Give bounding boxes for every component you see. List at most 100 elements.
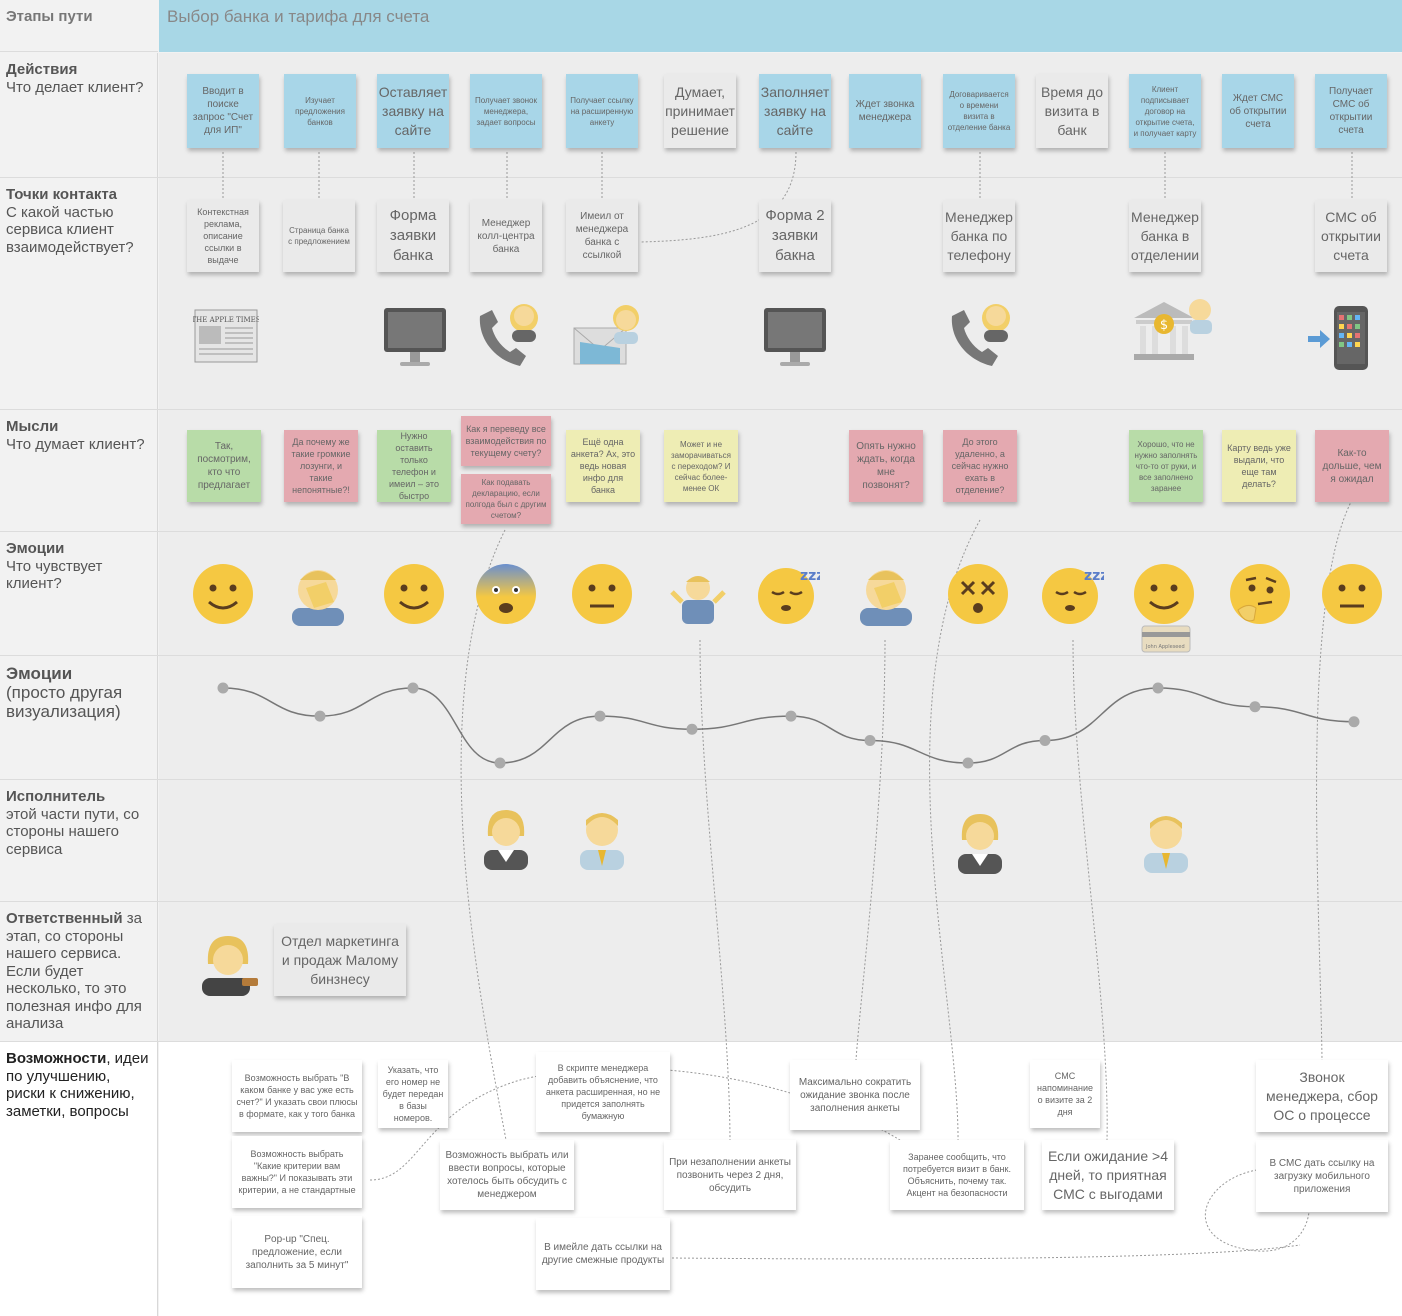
action-note: Заполняет заявку на сайте (759, 74, 831, 148)
touchpoint-note: Форма заявки банка (377, 200, 449, 272)
action-note: Время до визита в банк (1036, 74, 1108, 148)
row-title: Ответственный (6, 910, 123, 927)
opportunity-note: В имейле дать ссылки на другие смежные п… (536, 1218, 670, 1290)
opportunity-note: Возможность выбрать "Какие критерии вам … (232, 1136, 362, 1208)
thought-note: Карту ведь уже выдали, что еще там делат… (1222, 430, 1296, 502)
woman-operator-icon (958, 814, 1002, 874)
opportunity-note: Pop-up "Спец. предложение, если заполнит… (232, 1216, 362, 1288)
row-subtitle: Что чувствует клиент? (6, 557, 103, 593)
shrug-icon (670, 576, 726, 624)
row-subtitle: , идеи по улучшению, риски к снижению, з… (6, 1050, 149, 1120)
action-note: Вводит в поиске запрос "Счет для ИП" (187, 74, 259, 148)
action-note: Ждет звонка менеджера (849, 74, 921, 148)
monitor-icon (764, 308, 826, 366)
responsible-note: Отдел маркетинга и продаж Малому бинзнес… (274, 924, 406, 996)
thought-note: Нужно оставить только телефон и имеил – … (377, 430, 451, 502)
row-subtitle: за этап, со стороны нашего сервиса. Если… (6, 910, 142, 1032)
stage-label: Этапы пути (0, 0, 158, 52)
touchpoint-note: Менеджер колл-центра банка (470, 200, 542, 272)
action-note: Клиент подписывает договор на открытие с… (1129, 74, 1201, 148)
stage-bar: Выбор банка и тарифа для счета (159, 0, 1402, 52)
thought-note: Так, посмотрим, кто что предлагает (187, 430, 261, 502)
phone-sms-icon (1308, 306, 1368, 370)
touchpoint-note: Имеил от менеджера банка с ссылкой (566, 200, 638, 272)
sleeping-face-icon: zzz (758, 568, 820, 624)
opportunity-note: Звонок менеджера, сбор ОС о процессе (1256, 1060, 1388, 1132)
row-emotions-curve: Эмоции(просто другая визуализация) (0, 656, 1402, 780)
thought-note: Как-то дольше, чем я ожидал (1315, 430, 1389, 502)
opportunity-note: При незаполнении анкеты позвонить через … (664, 1140, 796, 1210)
action-note: Получает ссылку на расширенную анкету (566, 74, 638, 148)
thought-note: Да почему же такие громкие лозунги, и та… (284, 430, 358, 502)
opportunity-note: Заранее сообщить, что потребуется визит … (890, 1140, 1024, 1210)
row-subtitle: С какой частью сервиса клиент взаимодейс… (6, 203, 134, 256)
opportunity-note: В СМС дать ссылку на загрузку мобильного… (1256, 1140, 1388, 1212)
dizzy-face-icon (948, 564, 1008, 624)
touchpoint-note: Страница банка с предложением (283, 200, 355, 272)
thought-note: До этого удаленно, а сейчас нужно ехать … (943, 430, 1017, 502)
thought-note: Ещё одна анкета? Ах, это ведь новая инфо… (566, 430, 640, 502)
opportunity-note: Возможность выбрать или ввести вопросы, … (440, 1140, 574, 1210)
row-subtitle: Что делает клиент? (6, 78, 144, 96)
thought-note: Опять нужно ждать, когда мне позвонят? (849, 430, 923, 502)
newspaper-icon: THE APPLE TIMES (193, 309, 259, 363)
row-title: Эмоции (6, 540, 65, 557)
row-title: Точки контакта (6, 186, 118, 203)
opportunity-note: СМС напоминание о визите за 2 дня (1030, 1060, 1100, 1128)
man-manager-icon (580, 813, 624, 870)
stage-title: Выбор банка и тарифа для счета (167, 7, 430, 26)
row-title: Действия (6, 61, 78, 78)
opportunity-note: В скрипте менеджера добавить объяснение,… (536, 1052, 670, 1132)
neutral-face-icon (572, 564, 632, 624)
touchpoint-note: Форма 2 заявки бакна (759, 200, 831, 272)
touchpoint-note: Менеджер банка по телефону (943, 200, 1015, 272)
thought-note: Хорошо, что не нужно заполнять что-то от… (1129, 430, 1203, 502)
row-subtitle: этой части пути, со стороны нашего серви… (6, 805, 140, 858)
row-title: Эмоции (6, 664, 73, 683)
anxious-face-icon (476, 564, 536, 624)
touchpoint-note: СМС об открытии счета (1315, 200, 1387, 272)
smile-icon (193, 564, 253, 624)
smile-icon (384, 564, 444, 624)
woman-judge-icon (202, 936, 258, 996)
opportunity-note: Указать, что его номер не будет передан … (378, 1060, 448, 1128)
opportunity-note: Максимально сократить ожидание звонка по… (790, 1060, 920, 1130)
phone-operator-icon (951, 304, 1010, 366)
row-title: Мысли (6, 418, 59, 435)
action-note: Ждет СМС об открытии счета (1222, 74, 1294, 148)
thought-note: Как подавать декларацию, если полгода бы… (461, 474, 551, 524)
touchpoint-note: Менеджер банка в отделении (1129, 200, 1201, 272)
row-subtitle: (просто другая визуализация) (6, 683, 123, 721)
action-note: Оставляет заявку на сайте (377, 74, 449, 148)
touchpoint-note: Контекстная реклама, описание ссылки в в… (187, 200, 259, 272)
svg-text:zzz: zzz (1084, 568, 1104, 584)
phone-operator-icon (479, 304, 538, 366)
svg-text:zzz: zzz (800, 568, 820, 584)
newspaper-title: THE APPLE TIMES (193, 316, 259, 324)
svg-text:$: $ (1160, 318, 1168, 333)
thought-note: Может и не заморачиваться с переходом? И… (664, 430, 738, 502)
row-subtitle: Что думает клиент? (6, 435, 145, 453)
row-title: Возможности (6, 1050, 107, 1067)
neutral-face-icon (1322, 564, 1382, 624)
woman-operator-icon (484, 810, 528, 870)
bank-manager-icon: $ (1134, 299, 1212, 360)
row-title: Исполнитель (6, 788, 106, 805)
man-manager-icon (1144, 816, 1188, 873)
thought-note: Как я переведу все взаимодействия по тек… (461, 416, 551, 466)
sleeping-face-icon: zzz (1042, 568, 1104, 624)
smile-with-card-icon: John Appleseed (1134, 564, 1194, 653)
action-note: Изучает предложения банков (284, 74, 356, 148)
email-manager-icon (573, 305, 639, 365)
facepalm-icon (292, 570, 344, 626)
action-note: Получает СМС об открытии счета (1315, 74, 1387, 148)
opportunity-note: Возможность выбрать "В каком банке у вас… (232, 1060, 362, 1132)
facepalm-icon (860, 570, 912, 626)
thinking-face-icon (1230, 564, 1290, 624)
opportunity-note: Если ожидание >4 дней, то приятная СМС с… (1042, 1140, 1174, 1210)
action-note: Получает звонок менеджера, задает вопрос… (470, 74, 542, 148)
action-note: Думает, принимает решение (664, 74, 736, 148)
monitor-icon (384, 308, 446, 366)
card-holder-name: John Appleseed (1145, 644, 1185, 650)
